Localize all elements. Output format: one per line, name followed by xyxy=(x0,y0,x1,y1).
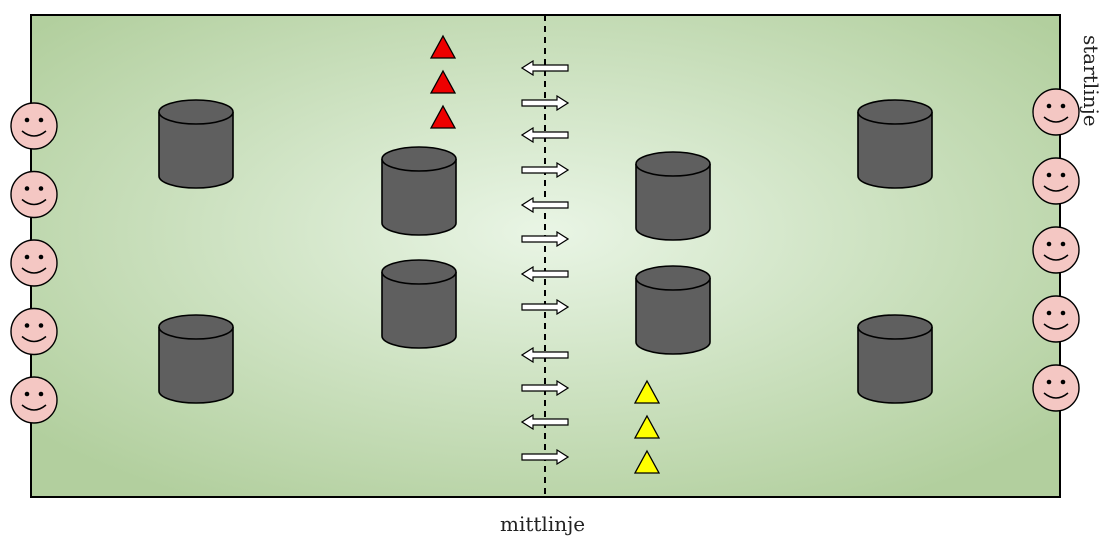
triangle-cone-icon xyxy=(633,379,661,404)
triangle-cone-icon xyxy=(429,104,457,129)
cylinder-icon xyxy=(857,99,933,189)
cylinder-icon xyxy=(158,314,234,404)
triangle-cone-icon xyxy=(429,34,457,59)
smiley-face-icon xyxy=(1032,295,1080,343)
smiley-face-icon xyxy=(1032,364,1080,412)
start-line-label: startlinje xyxy=(1079,35,1103,127)
cylinder-icon xyxy=(381,146,457,236)
smiley-face-icon xyxy=(10,102,58,150)
cylinder-icon xyxy=(381,259,457,349)
smiley-face-icon xyxy=(10,239,58,287)
smiley-face-icon xyxy=(1032,226,1080,274)
smiley-face-icon xyxy=(10,307,58,356)
cylinder-icon xyxy=(635,151,711,241)
cylinder-icon xyxy=(158,99,234,189)
cones xyxy=(429,34,661,474)
smiley-face-icon xyxy=(1032,157,1080,205)
cylinder-icon xyxy=(857,314,933,404)
smiley-face-icon xyxy=(10,170,58,219)
center-line-label: mittlinje xyxy=(500,512,586,536)
smiley-face-icon xyxy=(10,376,58,424)
triangle-cone-icon xyxy=(633,414,661,439)
triangle-cone-icon xyxy=(633,449,661,474)
triangle-cone-icon xyxy=(429,69,457,94)
smiley-face-icon xyxy=(1032,88,1080,136)
cylinder-icon xyxy=(635,265,711,355)
